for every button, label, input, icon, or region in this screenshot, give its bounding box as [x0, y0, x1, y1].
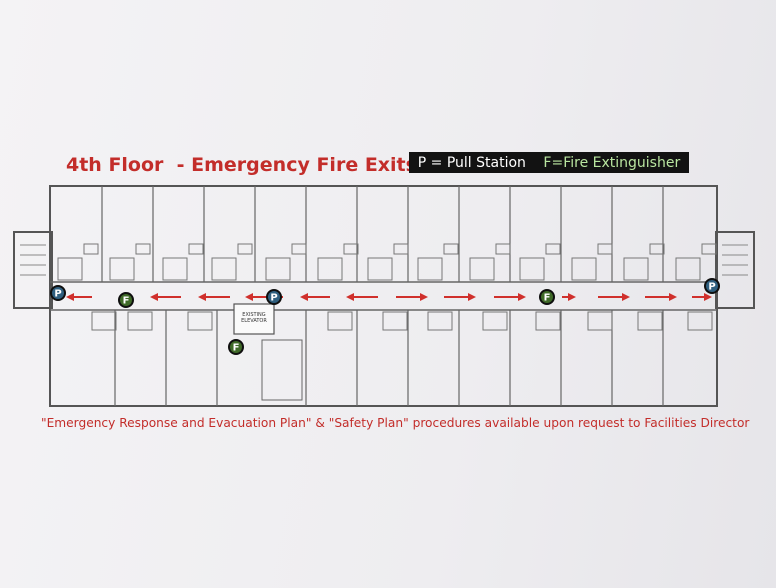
bathroom-fixture [91, 311, 117, 331]
vanity-fixture [135, 243, 151, 255]
bathroom-fixture [637, 311, 663, 331]
bathroom-fixture [367, 257, 393, 281]
bathroom-fixture [587, 311, 613, 331]
footer-note: "Emergency Response and Evacuation Plan"… [41, 416, 750, 430]
bathroom-fixtures [57, 243, 717, 331]
vanity-fixture [649, 243, 665, 255]
bathroom-fixture [687, 311, 713, 331]
evacuation-arrow [692, 293, 712, 301]
evacuation-arrow [494, 293, 526, 301]
evacuation-arrow [396, 293, 428, 301]
vanity-fixture [701, 243, 717, 255]
bathroom-fixture [57, 257, 83, 281]
vanity-fixture [545, 243, 561, 255]
evacuation-arrow [346, 293, 378, 301]
bathroom-fixture [382, 311, 408, 331]
evacuation-arrow [66, 293, 92, 301]
svg-text:P: P [708, 282, 715, 293]
evacuation-arrow [645, 293, 677, 301]
elevator-label-2: ELEVATOR [241, 318, 267, 324]
svg-text:F: F [544, 293, 551, 304]
svg-text:F: F [123, 296, 130, 307]
svg-text:P: P [270, 293, 277, 304]
svg-text:F: F [233, 343, 240, 354]
fire-extinguisher-marker: F [118, 292, 134, 308]
bathroom-fixture [187, 311, 213, 331]
page-title: 4th Floor - Emergency Fire Exits [66, 154, 417, 176]
bathroom-fixture [469, 257, 495, 281]
vanity-fixture [83, 243, 99, 255]
east-stair-wing [715, 231, 755, 309]
elevator-label: EXISTING [242, 312, 266, 318]
fire-extinguisher-marker: F [539, 289, 555, 305]
evacuation-arrow [300, 293, 330, 301]
evacuation-arrow [598, 293, 630, 301]
evacuation-arrow [198, 293, 230, 301]
bathroom-fixture [417, 257, 443, 281]
service-core [261, 339, 303, 401]
bathroom-fixture [623, 257, 649, 281]
bathroom-fixture [482, 311, 508, 331]
evacuation-arrow [562, 293, 576, 301]
bathroom-fixture [162, 257, 188, 281]
vanity-fixture [188, 243, 204, 255]
bathroom-fixture [519, 257, 545, 281]
vanity-fixture [237, 243, 253, 255]
vanity-fixture [495, 243, 511, 255]
vanity-fixture [597, 243, 613, 255]
fire-extinguisher-marker: F [228, 339, 244, 355]
bathroom-fixture [127, 311, 153, 331]
bathroom-fixture [317, 257, 343, 281]
bathroom-fixture [535, 311, 561, 331]
legend-fire-extinguisher: F=Fire Extinguisher [543, 154, 681, 171]
legend-box: P = Pull Station F=Fire Extinguisher [409, 152, 689, 173]
pull-station-marker: P [266, 289, 282, 305]
vanity-fixture [393, 243, 409, 255]
vanity-fixture [443, 243, 459, 255]
pull-station-marker: P [704, 278, 720, 294]
bathroom-fixture [675, 257, 701, 281]
vanity-fixture [343, 243, 359, 255]
vanity-fixture [291, 243, 307, 255]
elevator [233, 303, 275, 335]
bathroom-fixture [571, 257, 597, 281]
bathroom-fixture [265, 257, 291, 281]
bathroom-fixture [109, 257, 135, 281]
west-stair-wing [13, 231, 53, 309]
bathroom-fixture [211, 257, 237, 281]
bathroom-fixture [427, 311, 453, 331]
room-dividers [101, 186, 664, 406]
evacuation-arrows [66, 293, 712, 301]
evacuation-arrow [444, 293, 476, 301]
pull-station-marker: P [50, 285, 66, 301]
bathroom-fixture [327, 311, 353, 331]
legend-pull-station: P = Pull Station [417, 154, 526, 171]
svg-text:P: P [54, 289, 61, 300]
evacuation-arrow [150, 293, 181, 301]
